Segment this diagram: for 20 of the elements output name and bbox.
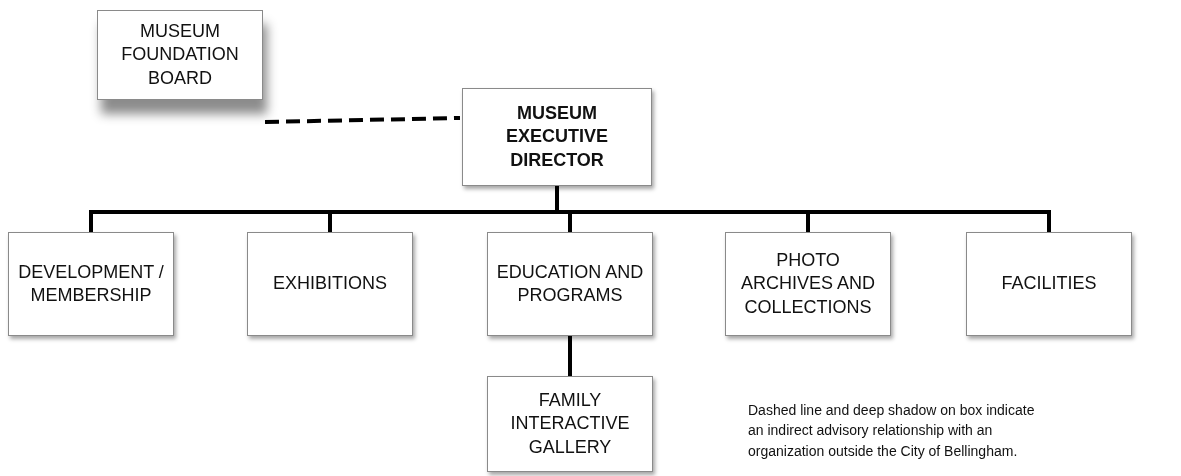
- connector-line: [264, 116, 461, 124]
- org-box: [487, 376, 653, 472]
- box-label: EDUCATION AND PROGRAMS: [495, 260, 645, 307]
- connector-line: [568, 336, 572, 376]
- box-label: FACILITIES: [1001, 272, 1097, 296]
- box-label: FAMILY INTERACTIVE GALLERY: [509, 388, 631, 459]
- org-box: [725, 232, 891, 336]
- org-box: [247, 232, 413, 336]
- org-box: [487, 232, 653, 336]
- org-box: [462, 88, 652, 186]
- box-label: EXHIBITIONS: [273, 272, 387, 296]
- box-label: MUSEUM EXECUTIVE DIRECTOR: [505, 101, 609, 172]
- box-label: PHOTO ARCHIVES AND COLLECTIONS: [739, 248, 876, 319]
- note-text: Dashed line and deep shadow on box indicate an indirect advisory relationship with an organization outside the City of Bellingham.: [748, 401, 1036, 461]
- org-box: [97, 10, 263, 100]
- connector-line: [555, 186, 1051, 232]
- org-box: [966, 232, 1132, 336]
- org-box: [8, 232, 174, 336]
- box-label: MUSEUM FOUNDATION BOARD: [120, 19, 240, 90]
- box-label: DEVELOPMENT / MEMBERSHIP: [17, 260, 165, 307]
